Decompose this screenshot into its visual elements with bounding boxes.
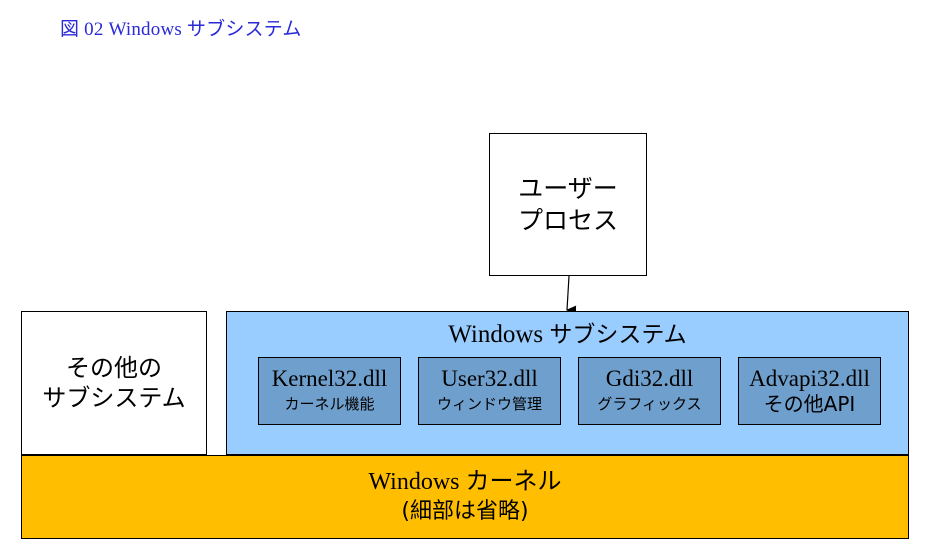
dll-desc: ウィンドウ管理: [436, 395, 542, 413]
user-process-line1: ユーザー: [518, 173, 618, 203]
dll-box-kernel32: Kernel32.dll カーネル機能: [258, 357, 401, 425]
windows-kernel-box: Windows カーネル (細部は省略): [21, 455, 909, 539]
arrow-user-to-subsystem: [566, 275, 577, 316]
user-process-line2: プロセス: [517, 205, 618, 235]
windows-subsystem-title-latin: Windows: [448, 321, 550, 348]
dll-box-advapi32: Advapi32.dll その他API: [738, 357, 881, 425]
dll-box-user32: User32.dll ウィンドウ管理: [418, 357, 561, 425]
dll-desc: カーネル機能: [284, 395, 375, 413]
dll-box-gdi32: Gdi32.dll グラフィックス: [578, 357, 721, 425]
other-subsystem-box: その他の サブシステム: [21, 311, 207, 455]
dll-name: User32.dll: [441, 366, 538, 391]
dll-desc: その他API: [763, 392, 856, 416]
figure-caption: 図 02 Windows サブシステム: [60, 19, 302, 40]
dll-name: Advapi32.dll: [749, 366, 870, 391]
other-subsystem-line2: サブシステム: [42, 384, 186, 412]
kernel-line1: Windows カーネル: [368, 469, 562, 495]
dll-desc: グラフィックス: [597, 395, 702, 413]
kernel-line2: (細部は省略): [401, 499, 529, 524]
dll-name: Gdi32.dll: [605, 366, 694, 391]
user-process-box: ユーザー プロセス: [489, 133, 647, 276]
dll-name: Kernel32.dll: [271, 366, 388, 391]
windows-subsystem-title: Windows サブシステム: [448, 318, 686, 352]
windows-subsystem-title-jp: サブシステム: [549, 322, 687, 348]
other-subsystem-line1: その他の: [66, 354, 162, 382]
